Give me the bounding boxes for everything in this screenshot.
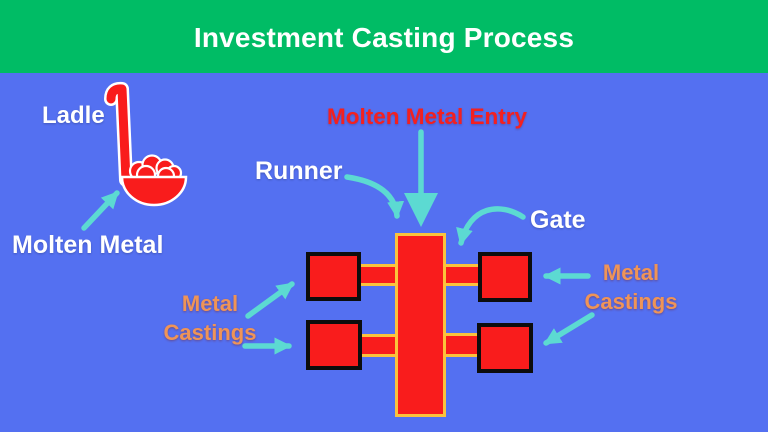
ladle-bowl [120,175,188,207]
molten-metal-entry-label: Molten Metal Entry [326,104,528,129]
gate-bar-bottom-right [442,333,482,357]
header-banner [0,0,768,73]
ladle-label: Ladle [42,102,105,129]
ladle-handle-outline [104,81,133,187]
castings-right-bottom-arrow [543,312,595,346]
gate-arrow [456,206,526,246]
metal-entry-arrow [404,129,438,227]
molten-metal-arrow [81,190,120,231]
gate-label: Gate [530,206,586,234]
molten-metal-blobs-icon [128,154,183,186]
runner-arrow [344,174,405,219]
metal-castings-left-label: Metal Castings [148,289,272,347]
metal-castings-right-label: Metal Castings [569,258,693,316]
metal-castings-left-line1: Metal [181,291,239,316]
gate-bar-top-left [352,264,400,286]
metal-castings-right-line1: Metal [602,260,660,285]
metal-castings-right-line2: Castings [584,289,678,314]
casting-square-top-right [478,252,532,302]
molten-metal-label: Molten Metal [12,231,164,259]
casting-square-bottom-right [477,323,533,373]
gate-bar-top-right [442,264,482,286]
metal-castings-left-line2: Castings [163,320,257,345]
casting-square-bottom-left [306,320,362,370]
ladle-icon [104,81,188,207]
runner-column [395,233,446,417]
page-title: Investment Casting Process [193,22,575,53]
casting-square-top-left [306,252,361,301]
ladle-handle [106,84,131,185]
runner-label: Runner [255,157,343,185]
gate-bar-bottom-left [352,334,400,357]
